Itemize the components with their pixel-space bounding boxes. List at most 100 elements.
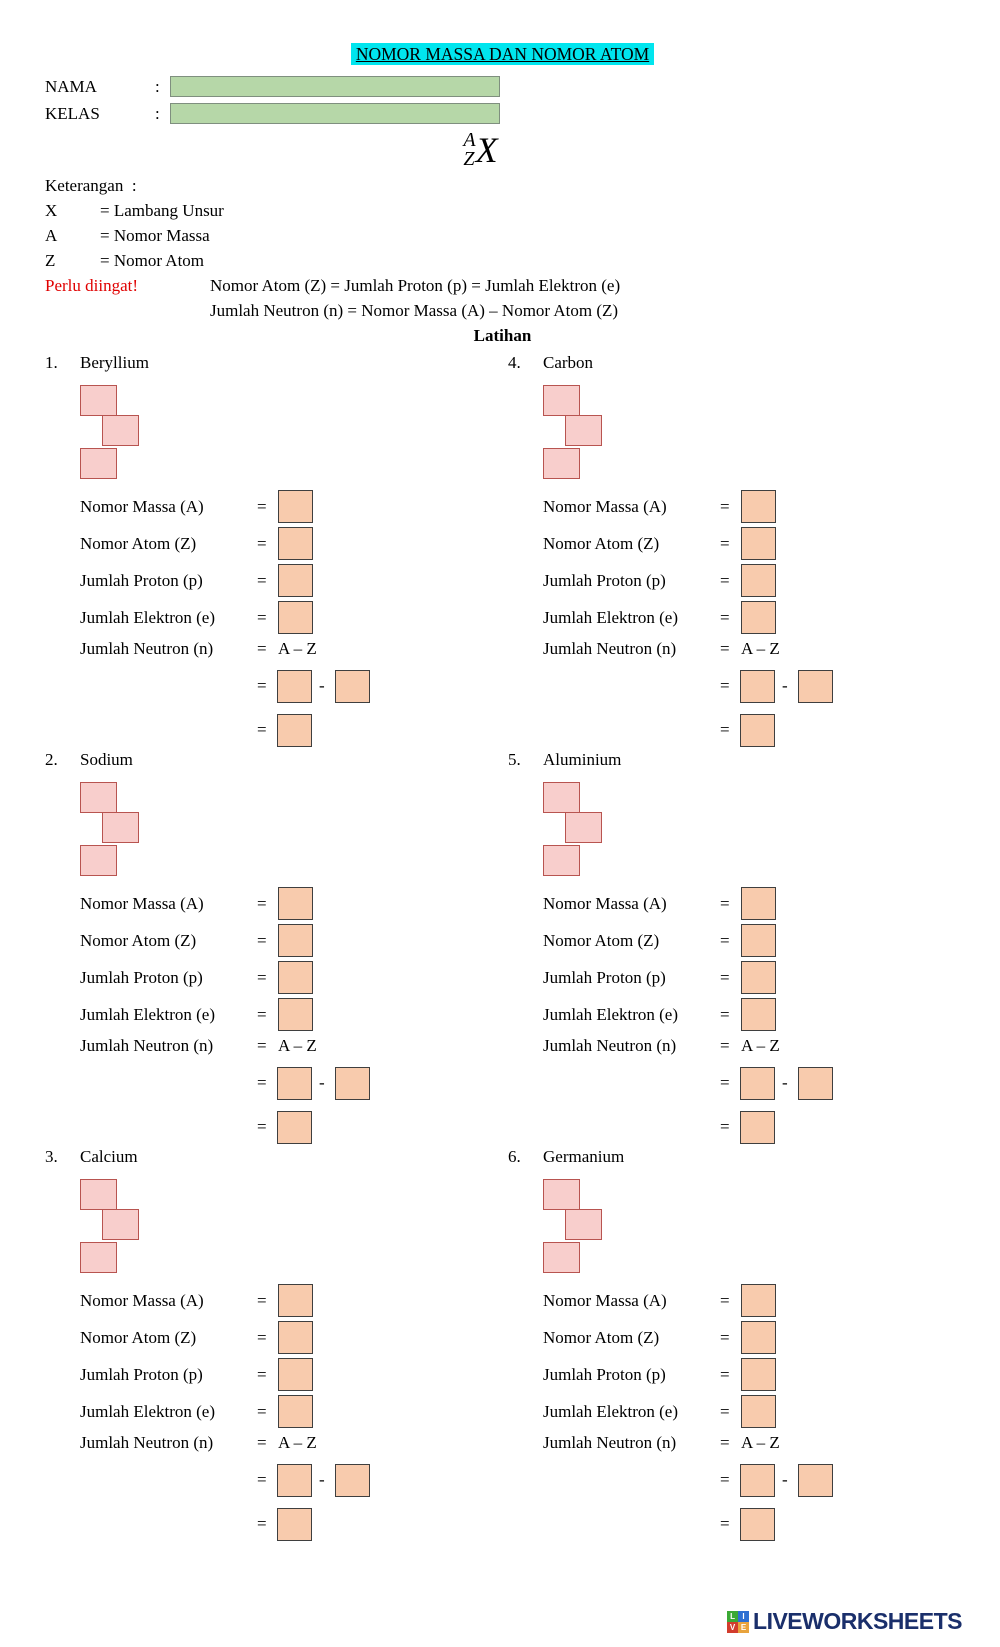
neutron-z-input[interactable] (797, 669, 833, 703)
proton-answer[interactable] (278, 564, 313, 597)
neutron-z-input[interactable] (334, 1463, 370, 1497)
row-label: Nomor Atom (Z) (80, 930, 197, 950)
proton-answer[interactable] (741, 1358, 776, 1391)
keterangan-item: Z = Nomor Atom (45, 248, 960, 273)
proton-row: Jumlah Proton (p)= (543, 562, 960, 599)
notation-mass-input[interactable] (543, 782, 580, 813)
equals-sign: = (257, 1401, 267, 1421)
notation-symbol-input[interactable] (565, 1209, 602, 1240)
notation-atomic-input[interactable] (80, 448, 117, 479)
keterangan-symbol: X (45, 201, 58, 220)
mass-number-row: Nomor Massa (A)= (80, 1282, 508, 1319)
neutron-a-input[interactable] (740, 1463, 775, 1497)
notation-atomic-input[interactable] (543, 845, 580, 876)
keterangan-symbol: Z (45, 251, 56, 270)
nama-input[interactable] (170, 76, 500, 97)
notation-symbol-input[interactable] (102, 812, 139, 843)
logo-cell-i: I (738, 1610, 750, 1622)
isotope-notation-inputs (80, 782, 220, 879)
mass-number-answer[interactable] (278, 490, 313, 523)
atomic-number-answer[interactable] (278, 1321, 313, 1354)
neutron-a-input[interactable] (740, 1066, 775, 1100)
row-label: Nomor Massa (A) (543, 893, 667, 913)
notation-symbol-input[interactable] (565, 812, 602, 843)
mass-number-row: Nomor Massa (A)= (80, 885, 508, 922)
row-label: Jumlah Elektron (e) (543, 1401, 679, 1421)
neutron-a-input[interactable] (277, 1066, 312, 1100)
equals-sign: = (720, 1401, 730, 1421)
kelas-input[interactable] (170, 103, 500, 124)
notation-atomic-input[interactable] (80, 845, 117, 876)
row-label: Nomor Massa (A) (80, 496, 204, 516)
minus-sign: - (782, 676, 788, 695)
proton-answer[interactable] (741, 961, 776, 994)
neutron-z-input[interactable] (797, 1463, 833, 1497)
notation-symbol-input[interactable] (102, 1209, 139, 1240)
neutron-result-row: = (543, 1107, 960, 1147)
proton-answer[interactable] (278, 961, 313, 994)
neutron-z-input[interactable] (334, 1066, 370, 1100)
isotope-notation-inputs (543, 1179, 683, 1276)
neutron-result-input[interactable] (277, 713, 312, 747)
atomic-number-row: Nomor Atom (Z)= (543, 1319, 960, 1356)
mass-number-answer[interactable] (278, 887, 313, 920)
proton-answer[interactable] (278, 1358, 313, 1391)
equals-sign: = (257, 1470, 267, 1489)
electron-answer[interactable] (741, 998, 776, 1031)
page-title: NOMOR MASSA DAN NOMOR ATOM (350, 43, 655, 65)
equals-sign: = (720, 1290, 730, 1310)
notation-symbol-input[interactable] (565, 415, 602, 446)
notation-mass-input[interactable] (543, 385, 580, 416)
neutron-result-input[interactable] (740, 713, 775, 747)
atomic-number-answer[interactable] (741, 924, 776, 957)
neutron-result-input[interactable] (277, 1507, 312, 1541)
mass-number-answer[interactable] (278, 1284, 313, 1317)
mass-number-answer[interactable] (741, 1284, 776, 1317)
neutron-result-input[interactable] (740, 1507, 775, 1541)
notation-mass-input[interactable] (80, 782, 117, 813)
neutron-result-input[interactable] (740, 1110, 775, 1144)
notation-atomic-input[interactable] (543, 448, 580, 479)
notation-mass-input[interactable] (80, 1179, 117, 1210)
atomic-number-answer[interactable] (278, 527, 313, 560)
mass-number-answer[interactable] (741, 887, 776, 920)
equals-sign: = (720, 607, 730, 627)
neutron-a-input[interactable] (277, 669, 312, 703)
exercises-grid: 1. Beryllium Nomor Massa (A)= Nomor Atom… (45, 353, 960, 1544)
notation-mass-input[interactable] (543, 1179, 580, 1210)
notation-atomic-input[interactable] (543, 1242, 580, 1273)
isotope-notation-formula: A Z X (23, 130, 938, 169)
neutron-a-input[interactable] (277, 1463, 312, 1497)
neutron-z-input[interactable] (334, 669, 370, 703)
notation-symbol-input[interactable] (102, 415, 139, 446)
exercise-header: 6. Germanium (508, 1147, 960, 1173)
atomic-number-answer[interactable] (741, 527, 776, 560)
neutron-z-input[interactable] (797, 1066, 833, 1100)
notation-mass-input[interactable] (80, 385, 117, 416)
electron-answer[interactable] (741, 1395, 776, 1428)
mass-number-row: Nomor Massa (A)= (543, 885, 960, 922)
exercise-germanium: 6. Germanium Nomor Massa (A)= Nomor Atom… (508, 1147, 960, 1544)
electron-answer[interactable] (278, 601, 313, 634)
neutron-formula: A – Z (278, 1036, 317, 1055)
notation-atomic-input[interactable] (80, 1242, 117, 1273)
proton-answer[interactable] (741, 564, 776, 597)
mass-number-answer[interactable] (741, 490, 776, 523)
electron-answer[interactable] (278, 998, 313, 1031)
electron-answer[interactable] (278, 1395, 313, 1428)
electron-answer[interactable] (741, 601, 776, 634)
equals-sign: = (257, 1364, 267, 1384)
neutron-formula: A – Z (741, 1036, 780, 1055)
neutron-row: Jumlah Neutron (n)= A – Z (543, 1430, 960, 1456)
neutron-calc-row: = - (80, 666, 508, 706)
row-label: Jumlah Proton (p) (543, 570, 666, 590)
exercise-sodium: 2. Sodium Nomor Massa (A)= Nomor Atom (Z… (45, 750, 508, 1147)
neutron-result-input[interactable] (277, 1110, 312, 1144)
atomic-number-answer[interactable] (278, 924, 313, 957)
neutron-row: Jumlah Neutron (n)= A – Z (80, 1430, 508, 1456)
minus-sign: - (319, 676, 325, 695)
row-label: Jumlah Proton (p) (543, 967, 666, 987)
keterangan-symbol: A (45, 226, 58, 245)
atomic-number-answer[interactable] (741, 1321, 776, 1354)
neutron-a-input[interactable] (740, 669, 775, 703)
